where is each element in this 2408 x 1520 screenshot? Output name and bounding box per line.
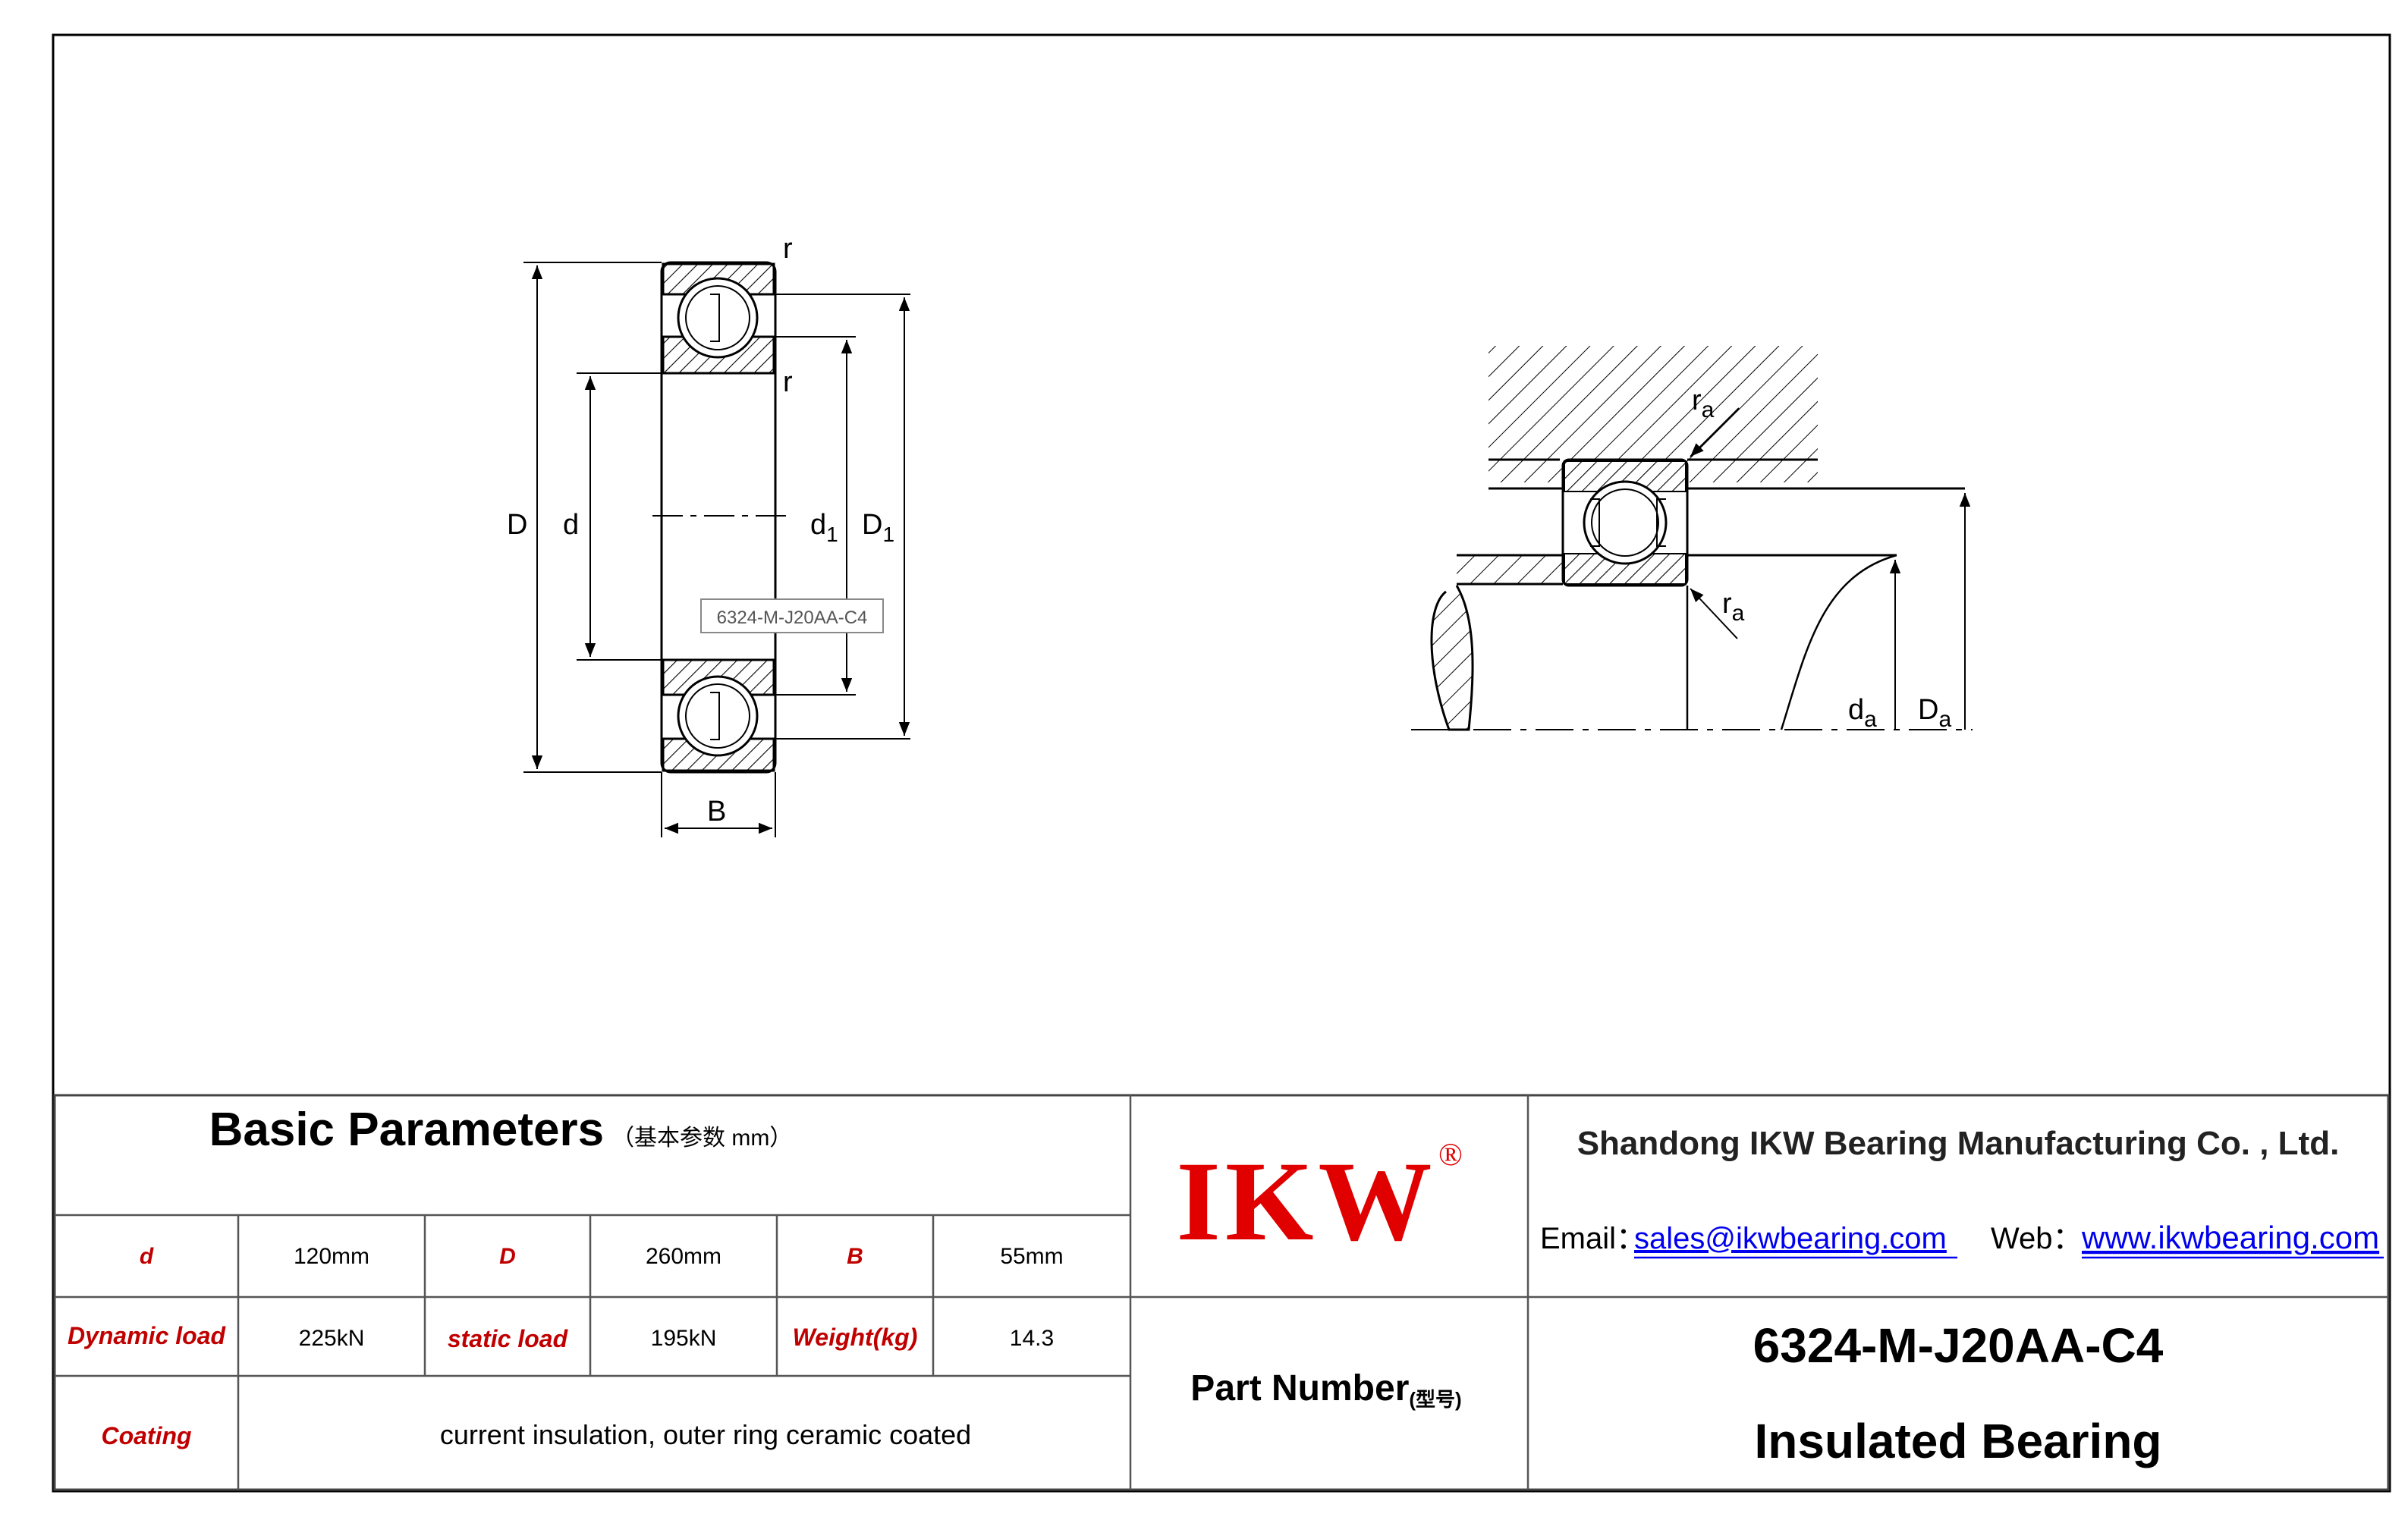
param-value-D: 260mm: [646, 1244, 721, 1269]
web-link[interactable]: www.ikwbearing.com: [2081, 1220, 2379, 1255]
param-value-B: 55mm: [1000, 1244, 1063, 1269]
product-type: Insulated Bearing: [1755, 1414, 2162, 1468]
bearing-section-drawing: [523, 261, 910, 837]
label-ra-bottom: ra: [1722, 588, 1745, 626]
parameters-title: Basic Parameters（基本参数 mm）: [209, 1104, 793, 1156]
param-label-coating: Coating: [101, 1422, 191, 1449]
param-label-weight: Weight(kg): [793, 1324, 918, 1351]
logo-registered-mark: ®: [1438, 1138, 1463, 1173]
part-tag-label: 6324-M-J20AA-C4: [717, 608, 868, 628]
bearing-section-labels: r r D d d1 D1 B 6324-M-J20AA-C4: [507, 233, 894, 828]
brand-logo: IKW ®: [1176, 1138, 1462, 1264]
parameters-row-dimensions: d 120mm D 260mm B 55mm: [140, 1244, 1064, 1269]
web-address[interactable]: www.ikwbearing.com: [2081, 1220, 2379, 1255]
mounting-drawing: [1411, 346, 1973, 731]
param-value-d: 120mm: [294, 1244, 369, 1269]
param-value-dynamic-load: 225kN: [299, 1326, 365, 1351]
parameters-row-loads: Dynamic load 225kN static load 195kN Wei…: [68, 1322, 1054, 1352]
param-label-static-load: static load: [448, 1325, 569, 1352]
drawing-frame: [52, 33, 2391, 1493]
label-width: B: [707, 796, 726, 828]
email-address[interactable]: sales@ikwbearing.com: [1634, 1222, 1947, 1255]
label-Da: Da: [1918, 694, 1951, 732]
label-ra-top: ra: [1692, 385, 1715, 422]
param-label-d: d: [140, 1244, 154, 1269]
product-code: 6324-M-J20AA-C4: [1753, 1318, 2164, 1373]
param-value-coating: current insulation, outer ring ceramic c…: [440, 1419, 971, 1450]
parameters-row-coating: Coating current insulation, outer ring c…: [101, 1419, 971, 1450]
label-d1: d1: [810, 509, 838, 546]
param-label-B: B: [847, 1244, 863, 1269]
email-link[interactable]: sales@ikwbearing.com: [1634, 1222, 1947, 1255]
label-da: da: [1848, 694, 1877, 732]
param-label-dynamic-load: Dynamic load: [68, 1322, 227, 1349]
param-label-D: D: [499, 1244, 516, 1269]
label-outer-diameter: D: [507, 509, 527, 541]
param-value-weight: 14.3: [1010, 1326, 1054, 1351]
label-bore-diameter: d: [563, 509, 579, 541]
label-r-top: r: [783, 233, 793, 265]
company-name: Shandong IKW Bearing Manufacturing Co. ,…: [1577, 1125, 2340, 1162]
title-block: [53, 1094, 2390, 1491]
email-label: Email：: [1540, 1222, 1646, 1255]
label-r-mid: r: [783, 366, 793, 398]
label-D1: D1: [862, 509, 894, 546]
mounting-labels: ra ra da Da: [1692, 385, 1951, 732]
part-number-label: Part Number(型号): [1190, 1368, 1461, 1411]
logo-text: IKW: [1176, 1138, 1436, 1264]
param-value-static-load: 195kN: [651, 1326, 717, 1351]
web-label: Web：: [1991, 1222, 2083, 1255]
